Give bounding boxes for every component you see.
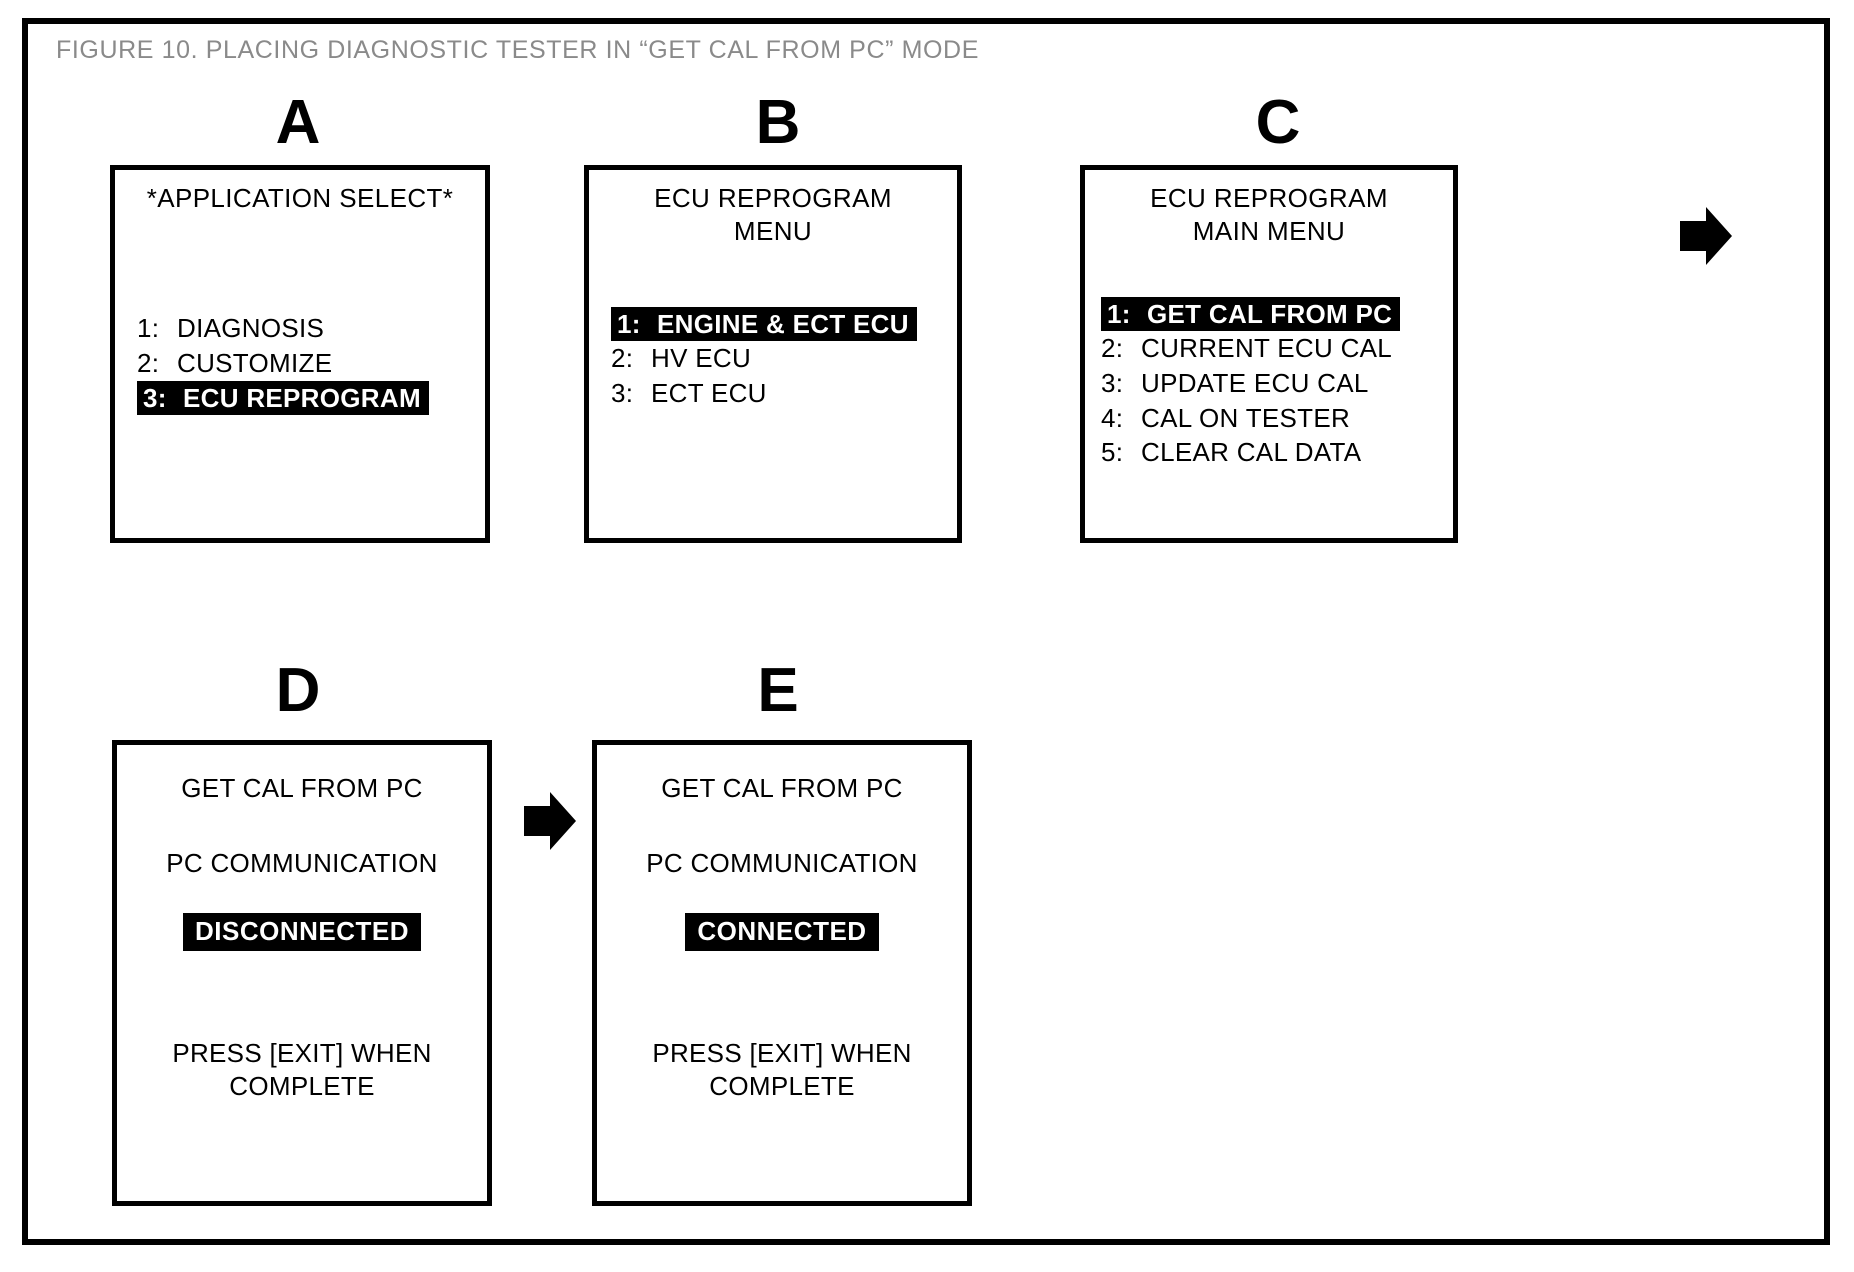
panel-letter-e: E [757,656,799,725]
screen-e-line2: PC COMMUNICATION [646,848,918,878]
menu-item-number: 3: [611,377,634,408]
figure-title: FIGURE 10. PLACING DIAGNOSTIC TESTER IN … [56,36,979,64]
menu-item-number: 3: [1101,367,1124,398]
menu-item-label: CUSTOMIZE [177,347,333,378]
arrow-d-to-e-icon [524,790,576,852]
menu-item-label: ECU REPROGRAM [183,382,421,413]
screen-c-menu: 1: GET CAL FROM PC 2: CURRENT ECU CAL 3: UP… [1101,296,1453,470]
screen-d: GET CAL FROM PC PC COMMUNICATION DISCONN… [112,740,492,1206]
menu-row: 1: DIAGNOSIS [137,311,485,346]
menu-item-label: ECT ECU [651,377,767,408]
screen-d-line1: GET CAL FROM PC [181,773,423,803]
menu-item-label: HV ECU [651,343,752,374]
menu-item-label: DIAGNOSIS [177,313,325,344]
menu-item-label: GET CAL FROM PC [1147,298,1393,329]
menu-item-label: ENGINE & ECT ECU [657,308,909,339]
screen-d-line2: PC COMMUNICATION [166,848,438,878]
menu-row: 3: ECU REPROGRAM [137,380,485,416]
menu-row: 3: ECT ECU [611,376,957,411]
menu-row: 1: GET CAL FROM PC [1101,296,1453,332]
menu-item-label: CAL ON TESTER [1141,402,1351,433]
menu-item-label: CURRENT ECU CAL [1141,333,1393,364]
menu-row: 1: ENGINE & ECT ECU [611,306,957,342]
menu-row: 2: CURRENT ECU CAL [1101,331,1453,366]
screen-a-menu: 1: DIAGNOSIS 2: CUSTOMIZE 3: ECU REPROGRAM [137,311,485,416]
menu-item-number: 2: [137,347,160,378]
menu-row: 5: CLEAR CAL DATA [1101,435,1453,470]
menu-item-label: CLEAR CAL DATA [1141,437,1362,468]
menu-item-ect-ecu[interactable]: 3: ECT ECU [611,376,957,411]
panel-letter-a: A [275,88,321,157]
menu-item-number: 2: [611,343,634,374]
screen-d-footer: PRESS [EXIT] WHEN COMPLETE [172,1038,432,1102]
menu-item-number: 1: [137,313,160,344]
menu-item-cal-on-tester[interactable]: 4: CAL ON TESTER [1101,401,1453,436]
status-badge-connected: CONNECTED [685,913,879,951]
screen-b: ECU REPROGRAM MENU 1: ENGINE & ECT ECU 2:… [584,165,962,543]
screen-e-line1: GET CAL FROM PC [661,773,903,803]
menu-item-number: 4: [1101,402,1124,433]
screen-c-header: ECU REPROGRAM MAIN MENU [1150,183,1388,247]
screen-a-header: *APPLICATION SELECT* [146,183,454,213]
menu-item-engine-ect-ecu-selected[interactable]: 1: ENGINE & ECT ECU [611,306,917,342]
menu-item-hv-ecu[interactable]: 2: HV ECU [611,341,957,376]
menu-item-clear-cal-data[interactable]: 5: CLEAR CAL DATA [1101,435,1453,470]
menu-item-get-cal-from-pc-selected[interactable]: 1: GET CAL FROM PC [1101,296,1401,332]
screen-e-status-wrap: CONNECTED [597,913,967,951]
screen-b-menu: 1: ENGINE & ECT ECU 2: HV ECU 3: ECT ECU [611,306,957,411]
menu-item-update-ecu-cal[interactable]: 3: UPDATE ECU CAL [1101,366,1453,401]
screen-d-status-wrap: DISCONNECTED [117,913,487,951]
panel-letter-b: B [755,88,801,157]
screen-e: GET CAL FROM PC PC COMMUNICATION CONNECT… [592,740,972,1206]
menu-row: 2: CUSTOMIZE [137,346,485,381]
panel-letter-d: D [275,656,321,725]
menu-row: 2: HV ECU [611,341,957,376]
menu-item-number: 2: [1101,333,1124,364]
menu-item-customize[interactable]: 2: CUSTOMIZE [137,346,485,381]
menu-item-number: 1: [617,308,641,339]
screen-b-header: ECU REPROGRAM MENU [654,183,892,247]
menu-item-number: 5: [1101,437,1124,468]
menu-item-number: 3: [143,382,167,413]
menu-item-label: UPDATE ECU CAL [1141,367,1369,398]
panel-letter-c: C [1255,88,1301,157]
screen-e-footer: PRESS [EXIT] WHEN COMPLETE [652,1038,912,1102]
screen-c: ECU REPROGRAM MAIN MENU 1: GET CAL FROM P… [1080,165,1458,543]
status-badge-disconnected: DISCONNECTED [182,913,421,951]
menu-row: 3: UPDATE ECU CAL [1101,366,1453,401]
menu-item-ecu-reprogram-selected[interactable]: 3: ECU REPROGRAM [137,380,429,416]
screen-a: *APPLICATION SELECT* 1: DIAGNOSIS 2: CUSTO… [110,165,490,543]
menu-item-current-ecu-cal[interactable]: 2: CURRENT ECU CAL [1101,331,1453,366]
menu-row: 4: CAL ON TESTER [1101,401,1453,436]
menu-item-diagnosis[interactable]: 1: DIAGNOSIS [137,311,485,346]
menu-item-number: 1: [1107,298,1131,329]
arrow-c-to-next-icon [1680,205,1732,267]
